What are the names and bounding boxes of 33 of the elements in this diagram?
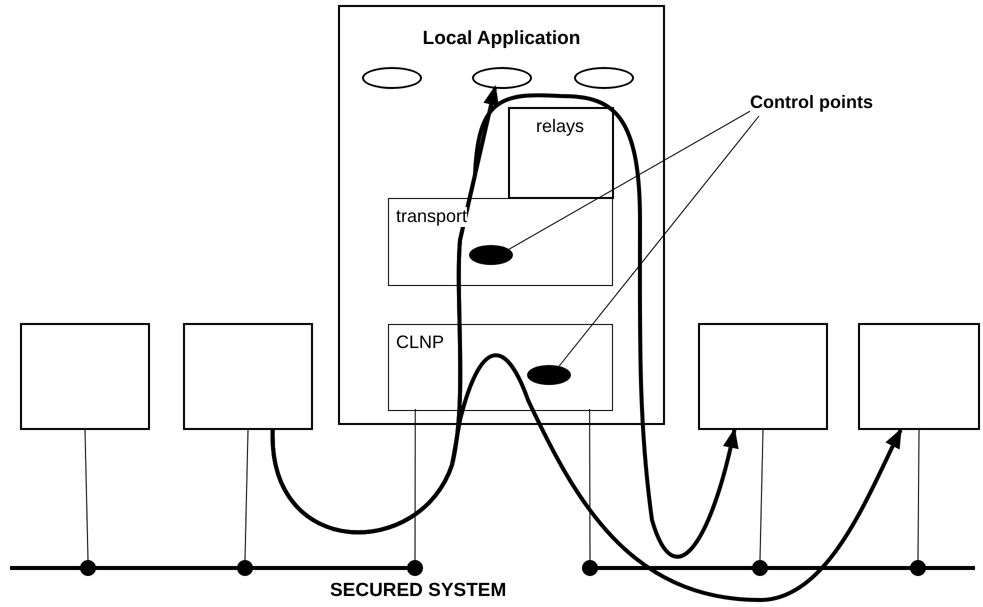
bus-node	[910, 560, 926, 576]
bus-node	[407, 560, 423, 576]
system-label: SECURED SYSTEM	[330, 581, 506, 602]
layer-box	[388, 198, 613, 286]
control-point	[469, 245, 513, 265]
layer-label: relays	[536, 117, 584, 137]
leader-line	[558, 116, 760, 366]
callout-text: Control points	[750, 92, 873, 113]
host-box	[858, 323, 980, 430]
arrow	[270, 354, 902, 602]
layer-box	[508, 107, 614, 199]
control-point	[527, 365, 571, 385]
connector-line	[589, 408, 590, 560]
process-ellipse	[362, 67, 422, 89]
connector-line	[918, 430, 920, 560]
bus-node	[582, 560, 598, 576]
process-ellipse	[472, 67, 532, 89]
bus-node	[237, 560, 253, 576]
bus-node	[752, 560, 768, 576]
layer-box	[388, 324, 613, 411]
application-box	[338, 5, 665, 425]
bus-node	[80, 560, 96, 576]
host-box	[698, 323, 828, 430]
host-box	[20, 323, 150, 430]
connector-line	[244, 430, 248, 560]
layer-label: transport	[396, 207, 468, 227]
connector-line	[414, 408, 416, 560]
host-box	[183, 323, 313, 430]
box-title: Local Application	[422, 29, 580, 50]
connector-line	[84, 430, 88, 560]
connector-line	[760, 430, 764, 560]
leader-line	[507, 110, 750, 250]
process-ellipse	[574, 67, 634, 89]
